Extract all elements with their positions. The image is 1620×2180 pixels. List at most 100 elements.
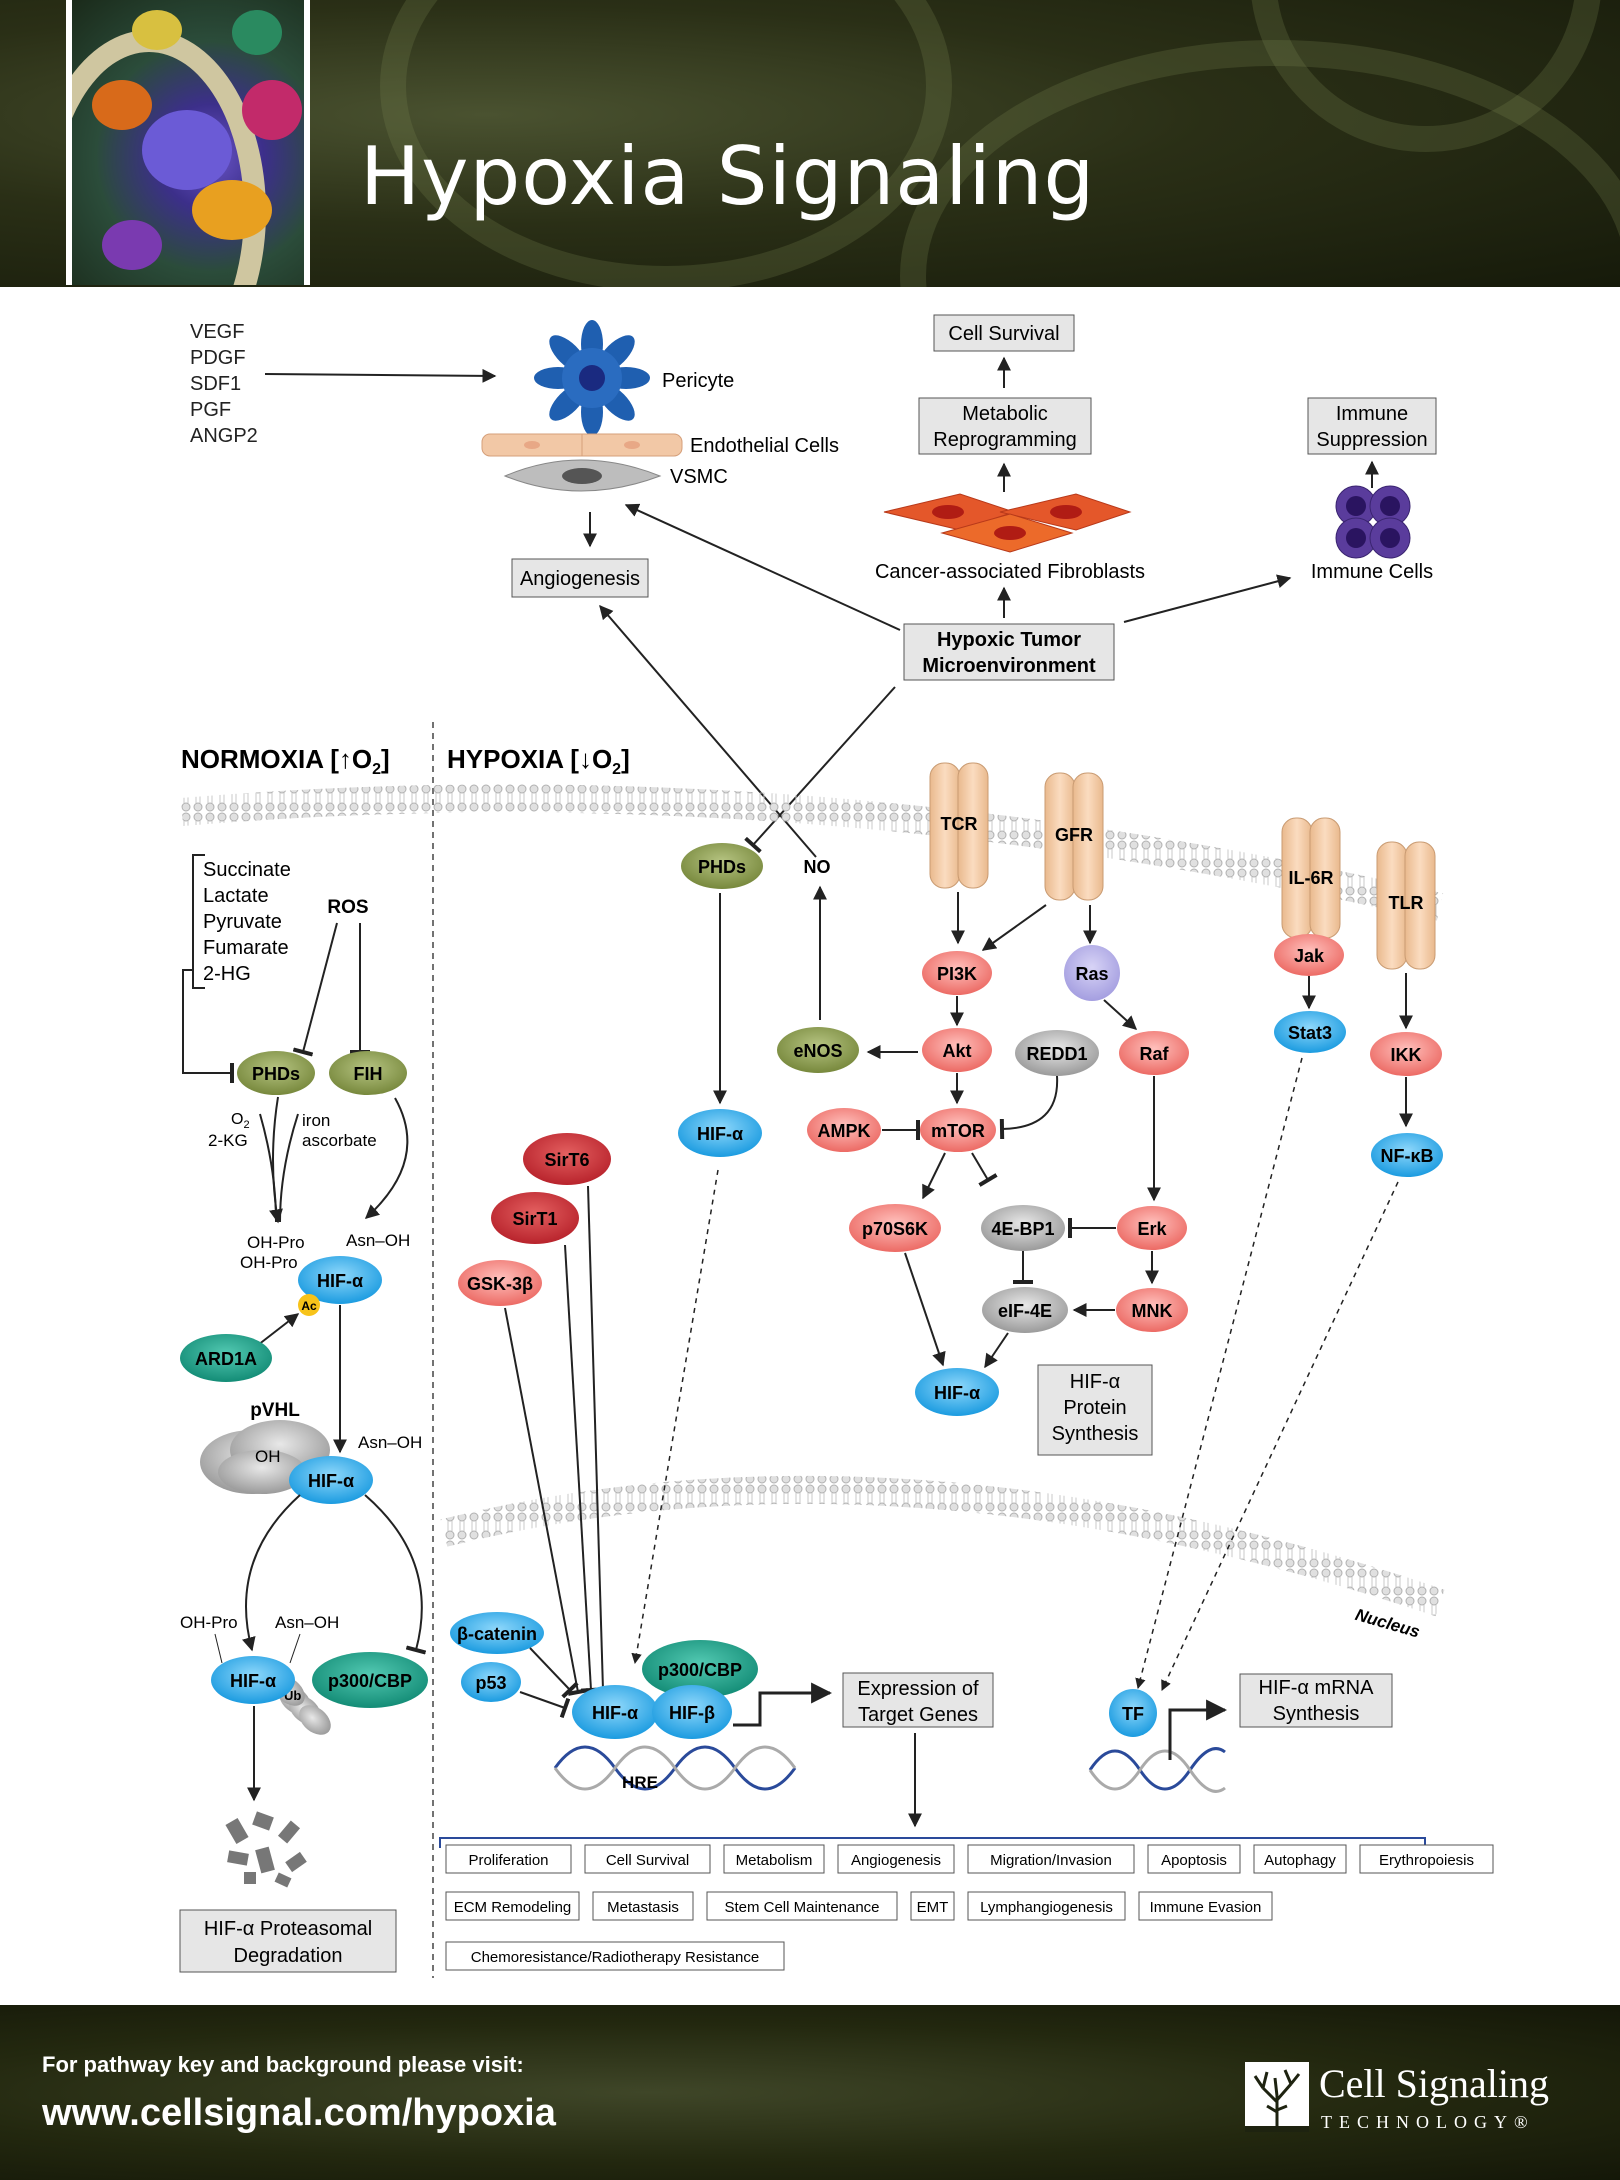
proteasome-fragments-icon <box>225 1811 307 1888</box>
vsmc-label: VSMC <box>670 466 728 488</box>
caf-label: Cancer-associated Fibroblasts <box>875 561 1145 583</box>
ascorbate-label: ascorbate <box>302 1131 377 1150</box>
ikk-node: IKK <box>1370 1032 1442 1076</box>
outcome-label: Immune Evasion <box>1150 1899 1262 1916</box>
mrna-synthesis-box <box>1239 1673 1393 1728</box>
tf-node: TF <box>1109 1689 1157 1737</box>
svg-text:β-catenin: β-catenin <box>457 1624 537 1644</box>
hif-alpha-node: HIF-α <box>289 1456 373 1504</box>
hif-alpha-node: HIF-α <box>298 1256 382 1304</box>
arrow <box>984 1332 1009 1369</box>
svg-text:HIF-α: HIF-α <box>230 1671 276 1691</box>
pvhl-label: pVHL <box>250 1400 300 1421</box>
outcome-label: Autophagy <box>1264 1852 1336 1869</box>
brand-subtitle: TECHNOLOGY® <box>1321 2112 1535 2132</box>
metabolic-reprogramming-box <box>918 397 1092 455</box>
hypoxic-tumor-box <box>903 623 1115 681</box>
ros-label: ROS <box>327 897 368 918</box>
phds-node: PHDs <box>237 1051 315 1095</box>
svg-text:PHDs: PHDs <box>252 1064 300 1084</box>
svg-text:Ras: Ras <box>1075 964 1108 984</box>
outcome-tag <box>1147 1844 1241 1874</box>
erk-node: Erk <box>1117 1206 1187 1250</box>
svg-text:GFR: GFR <box>1055 825 1093 845</box>
angiogenesis-box <box>511 558 649 598</box>
immune-cells-icon <box>1335 485 1411 559</box>
p53-node: p53 <box>461 1662 521 1702</box>
hif-alpha-node: HIF-α <box>915 1368 999 1416</box>
footer-banner <box>0 2005 1620 2180</box>
arrow <box>922 1152 946 1200</box>
footer-url-link[interactable]: www.cellsignal.com/hypoxia <box>42 2092 556 2134</box>
ampk-node: AMPK <box>807 1108 881 1152</box>
svg-text:TLR: TLR <box>1389 893 1424 913</box>
inhibition-line <box>182 969 234 1083</box>
svg-text:MNK: MNK <box>1132 1301 1173 1321</box>
svg-text:eNOS: eNOS <box>793 1041 842 1061</box>
dna-helix-icon <box>553 1745 797 1791</box>
arrow <box>257 1313 300 1346</box>
protein-synthesis-label: Synthesis <box>1052 1423 1139 1445</box>
metabolite: Pyruvate <box>203 911 282 933</box>
mrna-synthesis-label: HIF-α mRNA <box>1259 1677 1375 1699</box>
inhibition-line <box>587 1185 614 1693</box>
immune-suppression-label: Immune <box>1336 403 1408 425</box>
asn-oh-label: Asn–OH <box>275 1613 339 1632</box>
mnk-node: MNK <box>1116 1288 1188 1332</box>
outcome-label: Chemoresistance/Radiotherapy Resistance <box>471 1949 759 1966</box>
inhibition-line <box>364 1494 427 1655</box>
outcome-tag <box>1138 1891 1273 1921</box>
inhibition-line <box>529 1647 579 1699</box>
inhibition-line <box>564 1244 602 1693</box>
hif-beta-node: HIF-β <box>652 1685 732 1739</box>
inhibition-line <box>519 1691 571 1719</box>
akt-node: Akt <box>922 1028 992 1072</box>
stat3-node: Stat3 <box>1274 1011 1346 1053</box>
outcome-tag <box>837 1844 955 1874</box>
metabolite-list: Succinate Lactate Pyruvate Fumarate 2-HG <box>203 859 291 985</box>
oh-pro-label: OH-Pro <box>180 1613 238 1632</box>
svg-text:p70S6K: p70S6K <box>862 1219 928 1239</box>
sirt6-node: SirT6 <box>523 1133 611 1185</box>
svg-text:HIF-α: HIF-α <box>308 1471 354 1491</box>
arrow <box>241 1494 301 1652</box>
outcome-tag <box>584 1844 711 1874</box>
outcome-tag <box>445 1844 572 1874</box>
endothelial-label: Endothelial Cells <box>690 435 839 457</box>
protein-synthesis-label: Protein <box>1063 1397 1126 1419</box>
protein-synthesis-label: HIF-α <box>1070 1371 1120 1393</box>
growth-factor: SDF1 <box>190 373 241 395</box>
plasma-membrane <box>180 784 1444 921</box>
arrow <box>1168 1699 1228 1760</box>
enos-node: eNOS <box>777 1027 859 1073</box>
cell-survival-box <box>933 314 1075 352</box>
hif-alpha-node: HIF-α <box>572 1685 658 1739</box>
arrow <box>624 503 901 631</box>
outcome-tag <box>1253 1844 1347 1874</box>
no-label: NO <box>804 857 831 877</box>
ard1a-node: ARD1A <box>180 1334 272 1382</box>
nuclear-membrane <box>440 1475 1445 1617</box>
protein-synthesis-box <box>1037 1364 1153 1456</box>
o2-label: O2 <box>231 1111 250 1131</box>
immune-suppression-label: Suppression <box>1316 429 1427 451</box>
p300-cbp-node: p300/CBP <box>642 1640 758 1698</box>
svg-text:SirT1: SirT1 <box>512 1209 557 1229</box>
outcome-label: Apoptosis <box>1161 1852 1227 1869</box>
iron-label: iron <box>302 1111 330 1130</box>
pi3k-node: PI3K <box>922 951 992 995</box>
angiogenesis-label: Angiogenesis <box>520 568 640 590</box>
asn-oh-label: Asn–OH <box>346 1231 410 1250</box>
svg-text:Akt: Akt <box>942 1041 971 1061</box>
outcome-label: ECM Remodeling <box>454 1899 572 1916</box>
arrow <box>1135 1057 1303 1690</box>
degradation-label: Degradation <box>234 1945 343 1967</box>
immune-suppression-box <box>1307 397 1437 455</box>
fibroblast-icon <box>883 493 1132 553</box>
svg-text:mTOR: mTOR <box>931 1121 985 1141</box>
inhibition-line <box>292 922 338 1057</box>
vsmc-icon <box>503 459 662 492</box>
outcome-label: Proliferation <box>468 1852 548 1869</box>
outcome-tag <box>967 1844 1135 1874</box>
